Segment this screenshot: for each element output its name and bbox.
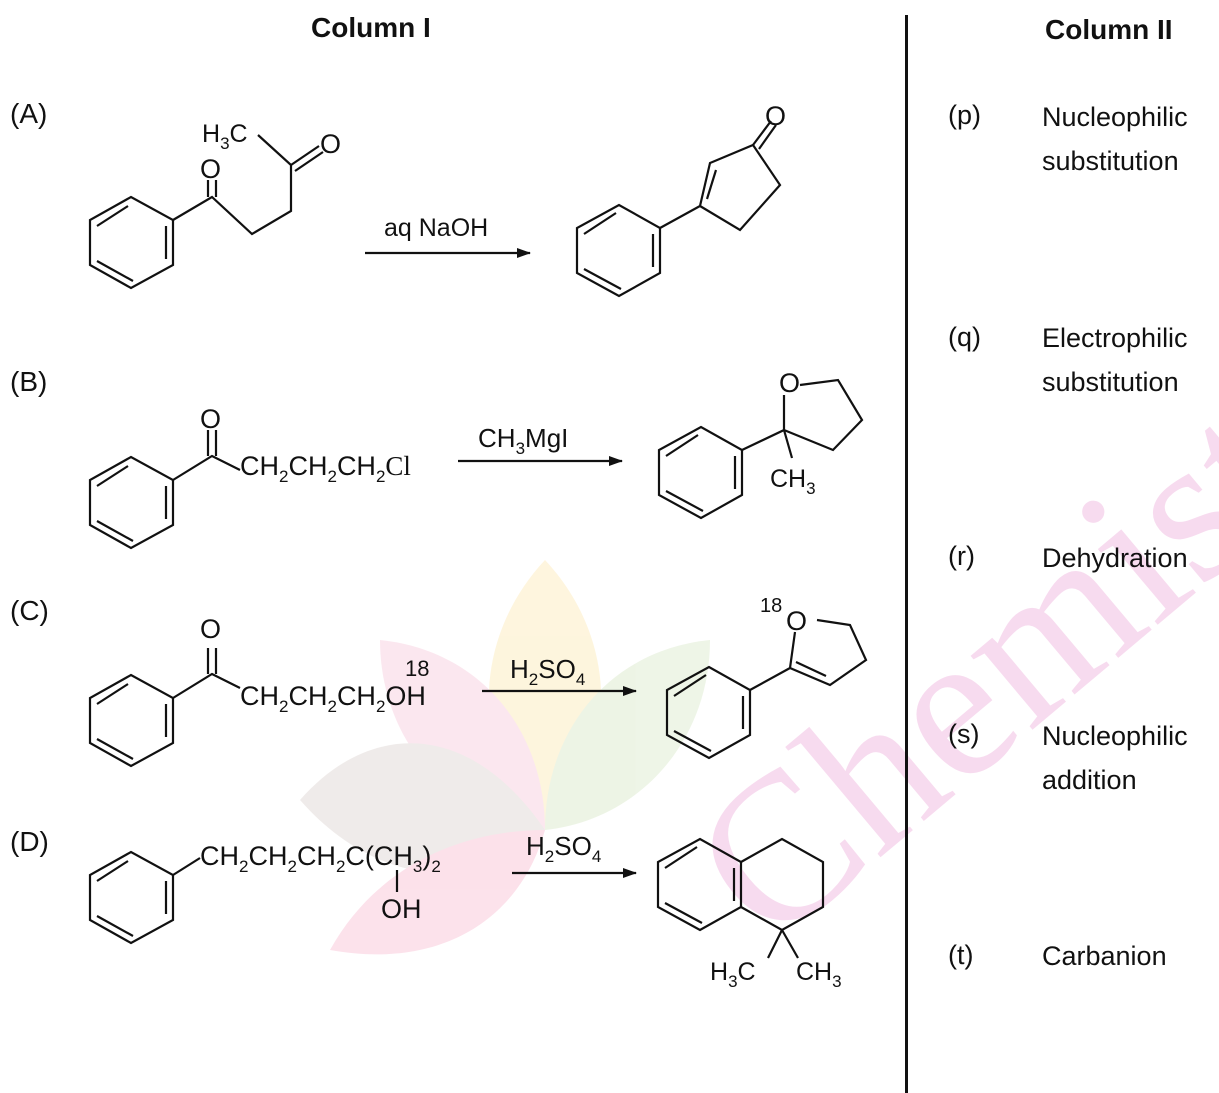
product-b-oxygen: O — [779, 368, 800, 398]
benzene-ring-a-product — [575, 203, 662, 298]
column-divider — [905, 15, 908, 1093]
product-a-oxygen: O — [765, 101, 786, 131]
row-label-a: (A) — [10, 98, 48, 129]
reactant-a-oxygen-2: O — [320, 129, 341, 159]
reagent-a: aq NaOH — [384, 214, 488, 242]
option-text-t: Carbanion — [1042, 941, 1167, 971]
row-label-b: (B) — [10, 366, 48, 397]
column-1-header: Column I — [311, 12, 431, 43]
reagent-d: H2SO4 — [526, 831, 601, 866]
row-label-c: (C) — [10, 595, 49, 626]
option-letter-s: (s) — [948, 719, 980, 749]
benzene-ring-c — [88, 673, 175, 768]
benzene-ring-d — [88, 850, 175, 945]
reaction-schemes: H3C O O aq NaOH O O CH2CH2CH2Cl CH3MgI O… — [88, 101, 868, 991]
benzene-ring-d-product — [656, 837, 743, 932]
product-c-oxygen: O — [786, 606, 807, 636]
reaction-d: CH2CH2CH2C(CH3)2 OH H2SO4 H3C CH3 — [88, 831, 842, 991]
reagent-c: H2SO4 — [510, 654, 585, 689]
option-letter-r: (r) — [948, 541, 975, 571]
benzene-ring-c-product — [665, 665, 752, 760]
reactant-c-oxygen: O — [200, 614, 221, 644]
reactant-c-isotope: 18 — [405, 656, 429, 681]
benzene-ring-b — [88, 455, 175, 550]
column-2-header: Column II — [1045, 14, 1173, 45]
option-letter-q: (q) — [948, 322, 981, 352]
product-d-methyl-1: H3C — [710, 958, 756, 991]
benzene-ring-b-product — [657, 425, 744, 520]
product-b-methyl: CH3 — [770, 465, 816, 498]
option-letter-p: (p) — [948, 100, 981, 130]
reactant-c-chain: CH2CH2CH2OH — [240, 681, 426, 716]
row-label-d: (D) — [10, 826, 49, 857]
option-letter-t: (t) — [948, 940, 974, 970]
reactant-d-hydroxyl: OH — [381, 894, 422, 924]
product-c-isotope: 18 — [760, 595, 782, 617]
reaction-b: O CH2CH2CH2Cl CH3MgI O CH3 — [88, 368, 864, 550]
reactant-b-oxygen: O — [200, 404, 221, 434]
option-text-r: Dehydration — [1042, 543, 1188, 573]
reaction-c: O 18 CH2CH2CH2OH H2SO4 18 O — [88, 595, 868, 768]
reactant-a-oxygen-1: O — [200, 154, 221, 184]
reagent-b: CH3MgI — [478, 423, 568, 458]
reactant-a-methyl: H3C — [202, 120, 248, 153]
product-d-methyl-2: CH3 — [796, 958, 842, 991]
reactant-d-chain: CH2CH2CH2C(CH3)2 — [200, 841, 441, 876]
benzene-ring-a — [88, 195, 175, 290]
reactant-b-chain: CH2CH2CH2Cl — [240, 451, 411, 486]
reaction-a: H3C O O aq NaOH O — [88, 101, 786, 298]
